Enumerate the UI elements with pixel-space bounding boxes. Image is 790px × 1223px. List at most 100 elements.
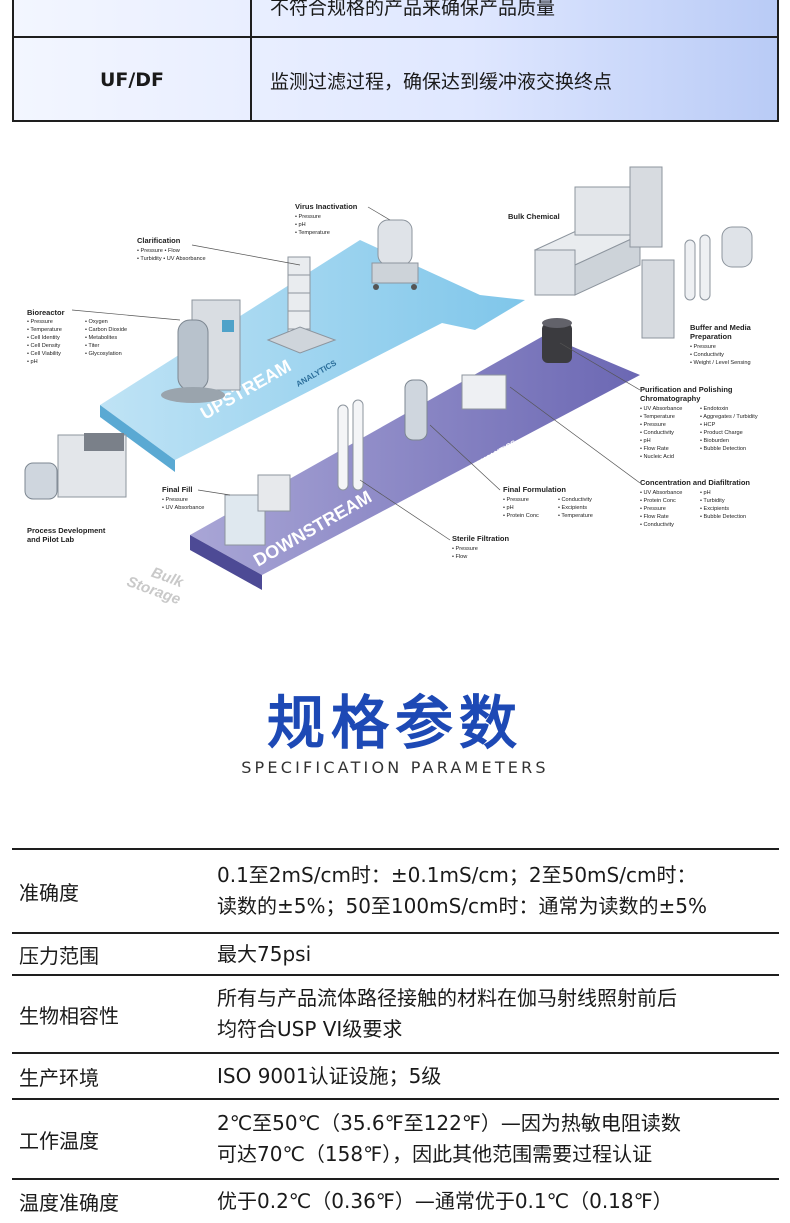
measure-item: • pH (27, 359, 38, 365)
measure-item: • Turbidity • UV Absorbance (137, 256, 206, 262)
measure-item: • Glycosylation (85, 351, 122, 357)
final-fill-label: Final Fill • Pressure • UV Absorbance (162, 485, 204, 511)
measure-item: • UV Absorbance (640, 490, 682, 496)
spec-value: 优于0.2℃（0.36℉）—通常优于0.1℃（0.18℉） (217, 1180, 779, 1223)
spec-label: 准确度 (19, 880, 79, 905)
spec-table: 准确度 0.1至2mS/cm时：±0.1mS/cm；2至50mS/cm时： 读数… (12, 848, 779, 1223)
spec-row: 温度准确度 优于0.2℃（0.36℉）—通常优于0.1℃（0.18℉） (12, 1178, 779, 1223)
spec-value: 0.1至2mS/cm时：±0.1mS/cm；2至50mS/cm时： 读数的±5%… (217, 854, 779, 928)
measure-item: • Metabolites (85, 335, 117, 341)
clarification-label: Clarification • Pressure • Flow • Turbid… (137, 236, 206, 262)
buffer-media-equipment (641, 226, 753, 339)
measure-item: • Cell Viability (27, 351, 61, 357)
measure-item: • Titer (85, 343, 100, 349)
spec-value-line: 0.1至2mS/cm时：±0.1mS/cm；2至50mS/cm时： (217, 863, 697, 887)
spec-value: 所有与产品流体路径接触的材料在伽马射线照射前后 均符合USP VI级要求 (217, 977, 779, 1051)
measure-item: • Weight / Level Sensing (690, 360, 751, 366)
measure-item: • Pressure (452, 546, 478, 552)
app-name (14, 0, 252, 36)
spec-value: ISO 9001认证设施；5级 (217, 1055, 779, 1098)
spec-value-line: 优于0.2℃（0.36℉）—通常优于0.1℃（0.18℉） (217, 1189, 673, 1213)
measure-item: • Oxygen (85, 319, 108, 325)
bioreactor-equipment (161, 299, 241, 403)
formulation-equipment (337, 374, 507, 491)
buffer-media-title: Buffer and Media (690, 323, 752, 332)
measure-item: • Turbidity (700, 498, 725, 504)
measure-item: • Nucleic Acid (640, 454, 674, 460)
spec-row: 生产环境 ISO 9001认证设施；5级 (12, 1052, 779, 1098)
bioreactor-label: Bioreactor • Pressure • Temperature • Ce… (27, 308, 127, 365)
purification-label: Purification and Polishing Chromatograph… (640, 385, 758, 460)
virus-inactivation-label: Virus Inactivation • Pressure • pH • Tem… (295, 202, 358, 236)
measure-item: • Bubble Detection (700, 446, 746, 452)
measure-item: • Carbon Dioxide (85, 327, 127, 333)
measure-item: • Conductivity (558, 497, 592, 503)
purification-title: Purification and Polishing (640, 385, 733, 394)
bulk-storage-label: Bulk Storage (124, 564, 186, 608)
measure-item: • Pressure • Flow (137, 248, 181, 254)
measure-item: • Aggregates / Turbidity (700, 414, 758, 420)
measure-item: • Pressure (640, 422, 666, 428)
measure-item: • Protein Conc (640, 498, 676, 504)
measure-item: • Excipients (558, 505, 587, 511)
measure-item: • Excipients (700, 506, 729, 512)
measure-item: • Protein Conc (503, 513, 539, 519)
spec-value: 最大75psi (217, 933, 779, 976)
bioreactor-title: Bioreactor (27, 308, 65, 317)
measure-item: • pH (700, 490, 711, 496)
measure-item: • UV Absorbance (162, 505, 204, 511)
spec-subtitle: SPECIFICATION PARAMETERS (241, 758, 549, 777)
clarification-equipment (266, 256, 337, 354)
process-dev-title: and Pilot Lab (27, 535, 75, 544)
app-row: UF/DF 监测过滤过程，确保达到缓冲液交换终点 (14, 36, 777, 122)
spec-row: 准确度 0.1至2mS/cm时：±0.1mS/cm；2至50mS/cm时： 读数… (12, 848, 779, 932)
bulk-chemical-equipment (533, 166, 663, 296)
spec-label: 生产环境 (19, 1065, 99, 1090)
process-dev-title: Process Development (27, 526, 106, 535)
final-formulation-title: Final Formulation (503, 485, 566, 494)
spec-title: 规格参数 (266, 689, 523, 757)
process-dev-label: Process Development and Pilot Lab (27, 526, 106, 544)
measure-item: • Pressure (690, 344, 716, 350)
virus-inactivation-title: Virus Inactivation (295, 202, 358, 211)
spec-value-line: 读数的±5%；50至100mS/cm时：通常为读数的±5% (217, 894, 707, 918)
spec-label: 工作温度 (19, 1128, 99, 1153)
measure-item: • Flow Rate (640, 514, 669, 520)
application-table: 不符合规格的产品来确保产品质量 UF/DF 监测过滤过程，确保达到缓冲液交换终点 (12, 0, 779, 122)
measure-item: • Pressure (295, 214, 321, 220)
bulk-chemical-title: Bulk Chemical (508, 212, 560, 221)
final-fill-title: Final Fill (162, 485, 192, 494)
measure-item: • Bioburden (700, 438, 729, 444)
app-name: UF/DF (14, 38, 252, 122)
measure-item: • UV Absorbance (640, 406, 682, 412)
measure-item: • Endotoxin (700, 406, 728, 412)
leader-lines (71, 206, 641, 541)
measure-item: • Product Charge (700, 430, 743, 436)
spec-label: 生物相容性 (19, 1003, 119, 1028)
final-formulation-label: Final Formulation • Pressure • pH • Prot… (503, 485, 593, 519)
spec-value: 2℃至50℃（35.6℉至122℉）—因为热敏电阻读数 可达70℃（158℉），… (217, 1102, 779, 1176)
concentration-title: Concentration and Diafiltration (640, 478, 750, 487)
spec-row: 生物相容性 所有与产品流体路径接触的材料在伽马射线照射前后 均符合USP VI级… (12, 974, 779, 1052)
measure-item: • Temperature (295, 230, 330, 236)
measure-item: • Pressure (27, 319, 53, 325)
spec-value-line: 2℃至50℃（35.6℉至122℉）—因为热敏电阻读数 (217, 1111, 681, 1135)
measure-item: • Conductivity (640, 430, 674, 436)
spec-value-line: 最大75psi (217, 941, 312, 966)
spec-value-line: 均符合USP VI级要求 (217, 1017, 403, 1041)
measure-item: • Temperature (27, 327, 62, 333)
app-description: 监测过滤过程，确保达到缓冲液交换终点 (270, 70, 613, 93)
measure-item: • Cell Identity (27, 335, 60, 341)
measure-item: • Conductivity (690, 352, 724, 358)
measure-item: • Bubble Detection (700, 514, 746, 520)
sterile-filtration-label: Sterile Filtration • Pressure • Flow (452, 534, 510, 560)
buffer-media-label: Buffer and Media Preparation • Pressure … (690, 323, 752, 366)
measure-item: • Conductivity (640, 522, 674, 528)
measure-item: • Pressure (503, 497, 529, 503)
measure-item: • Temperature (558, 513, 593, 519)
final-fill-equipment (224, 474, 291, 546)
measure-item: • Pressure (640, 506, 666, 512)
buffer-media-title: Preparation (690, 332, 732, 341)
measure-item: • HCP (700, 422, 716, 428)
measure-item: • Temperature (640, 414, 675, 420)
